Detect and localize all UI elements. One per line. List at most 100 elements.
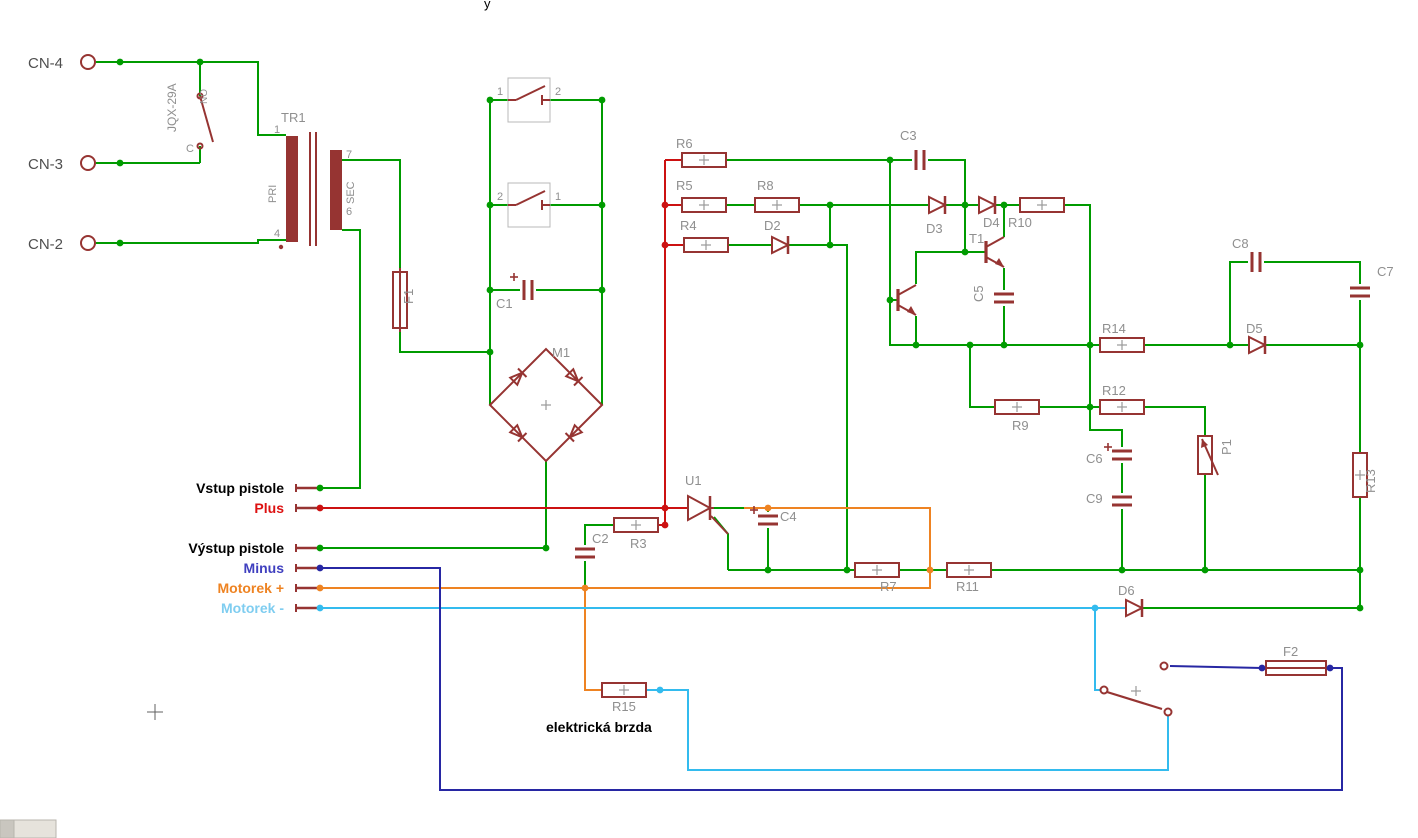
pin-vstup-pistole-pin[interactable] — [295, 484, 318, 492]
wire-orange-68[interactable] — [318, 507, 931, 589]
wire-wire-48[interactable] — [1144, 406, 1206, 436]
T1-npn[interactable] — [984, 236, 1005, 268]
C3-capacitor[interactable] — [914, 150, 926, 170]
R6-resistor[interactable] — [681, 152, 727, 168]
wire-wire-58[interactable] — [713, 516, 729, 570]
wire-wire-25[interactable] — [584, 524, 614, 545]
K1-relay-blade[interactable] — [196, 92, 214, 150]
wire-navy-73[interactable] — [318, 567, 1343, 791]
R10-resistor[interactable] — [1019, 197, 1065, 213]
R13-resistor[interactable] — [1352, 452, 1368, 498]
wire-wire-28[interactable] — [928, 159, 966, 205]
cursor-crosshair — [147, 704, 163, 720]
pin-motorek-plus-pin[interactable] — [295, 584, 318, 592]
wire-wire-35[interactable] — [788, 244, 848, 570]
C5-capacitor[interactable] — [994, 292, 1014, 304]
pin-plus-pin[interactable] — [295, 504, 318, 512]
C6-capacitor[interactable] — [1104, 443, 1132, 461]
wire-cyan-71[interactable] — [1094, 608, 1100, 691]
wire-navy-74[interactable] — [1169, 665, 1263, 669]
wire-wire-37[interactable] — [889, 160, 1090, 346]
M1-bridge[interactable] — [488, 347, 604, 463]
R5-resistor[interactable] — [681, 197, 727, 213]
U1-scr[interactable] — [687, 494, 729, 535]
K1-contact-2-contact-box[interactable] — [507, 182, 551, 228]
wire-wire-46[interactable] — [969, 345, 995, 408]
wire-cyan-72[interactable] — [646, 689, 1169, 771]
junction-dot — [656, 686, 664, 694]
C4-capacitor[interactable] — [750, 506, 778, 526]
D5-diode[interactable] — [1248, 335, 1268, 355]
R9-resistor[interactable] — [994, 399, 1040, 415]
R3-resistor[interactable] — [613, 517, 659, 533]
wire-wire-17[interactable] — [318, 229, 361, 489]
junction-dot — [886, 296, 894, 304]
CN-3-terminal[interactable] — [80, 155, 96, 171]
junction-dot — [116, 239, 124, 247]
label-tr1: TR1 — [281, 110, 306, 125]
junction-dot — [764, 566, 772, 574]
C9-capacitor[interactable] — [1112, 495, 1132, 507]
C1-capacitor[interactable] — [510, 273, 534, 300]
junction-dot — [598, 286, 606, 294]
R15-resistor[interactable] — [601, 682, 647, 698]
pin-minus-pin[interactable] — [295, 564, 318, 572]
K1-contact-1-contact-box[interactable] — [507, 77, 551, 123]
wire-wire-33[interactable] — [1064, 204, 1123, 447]
label-c9: C9 — [1086, 491, 1103, 506]
CN-4-terminal[interactable] — [80, 54, 96, 70]
C2-capacitor[interactable] — [575, 547, 595, 559]
junction-dot — [966, 341, 974, 349]
label-r12: R12 — [1102, 383, 1126, 398]
R11-resistor[interactable] — [946, 562, 992, 578]
junction-dot — [764, 504, 772, 512]
wire-orange-69[interactable] — [584, 588, 602, 691]
C8-capacitor[interactable] — [1250, 252, 1262, 272]
R4-resistor[interactable] — [683, 237, 729, 253]
P1-potentiometer[interactable] — [1197, 435, 1219, 476]
CN-2-terminal[interactable] — [80, 235, 96, 251]
S1-switch[interactable] — [1099, 661, 1173, 717]
label-r8: R8 — [757, 178, 774, 193]
C7-capacitor[interactable] — [1350, 286, 1370, 298]
pin-vystup-pistole-pin[interactable] — [295, 544, 318, 552]
F1-fuse[interactable] — [392, 268, 408, 332]
D4-diode[interactable] — [978, 195, 998, 215]
wire-wire-2[interactable] — [96, 239, 286, 244]
R12-resistor[interactable] — [1099, 399, 1145, 415]
Q1-npn[interactable] — [896, 284, 917, 316]
label-r6: R6 — [676, 136, 693, 151]
junction-dot — [196, 58, 204, 66]
label-c: C — [186, 143, 194, 155]
D6-diode[interactable] — [1125, 598, 1145, 618]
label-c3: C3 — [900, 128, 917, 143]
label-r13: R13 — [1363, 469, 1378, 493]
label-r3: R3 — [630, 536, 647, 551]
wire-wire-53[interactable] — [1264, 261, 1361, 284]
wire-wire-39[interactable] — [915, 251, 965, 284]
R7-resistor[interactable] — [854, 562, 900, 578]
D3-diode[interactable] — [928, 195, 948, 215]
D2-diode[interactable] — [771, 235, 791, 255]
wire-wire-5[interactable] — [342, 159, 401, 272]
wire-wire-52[interactable] — [1229, 261, 1248, 345]
label-r14: R14 — [1102, 321, 1126, 336]
pin-motorek-minus-pin[interactable] — [295, 604, 318, 612]
wire-wire-0[interactable] — [96, 61, 286, 136]
wire-wire-6[interactable] — [399, 328, 490, 353]
R8-resistor[interactable] — [754, 197, 800, 213]
R14-resistor[interactable] — [1099, 337, 1145, 353]
junction-dot — [1201, 566, 1209, 574]
scrollbar-corner-button[interactable] — [0, 819, 15, 838]
TR1-transformer[interactable] — [278, 132, 342, 250]
label-2: 2 — [497, 191, 503, 203]
label-no: NO — [199, 89, 210, 104]
junction-dot — [598, 201, 606, 209]
label-u1: U1 — [685, 473, 702, 488]
junction-dot — [661, 201, 669, 209]
F2-fuse[interactable] — [1262, 660, 1330, 676]
label-c6: C6 — [1086, 451, 1103, 466]
junction-dot — [961, 201, 969, 209]
label-c2: C2 — [592, 531, 609, 546]
label-d6: D6 — [1118, 583, 1135, 598]
